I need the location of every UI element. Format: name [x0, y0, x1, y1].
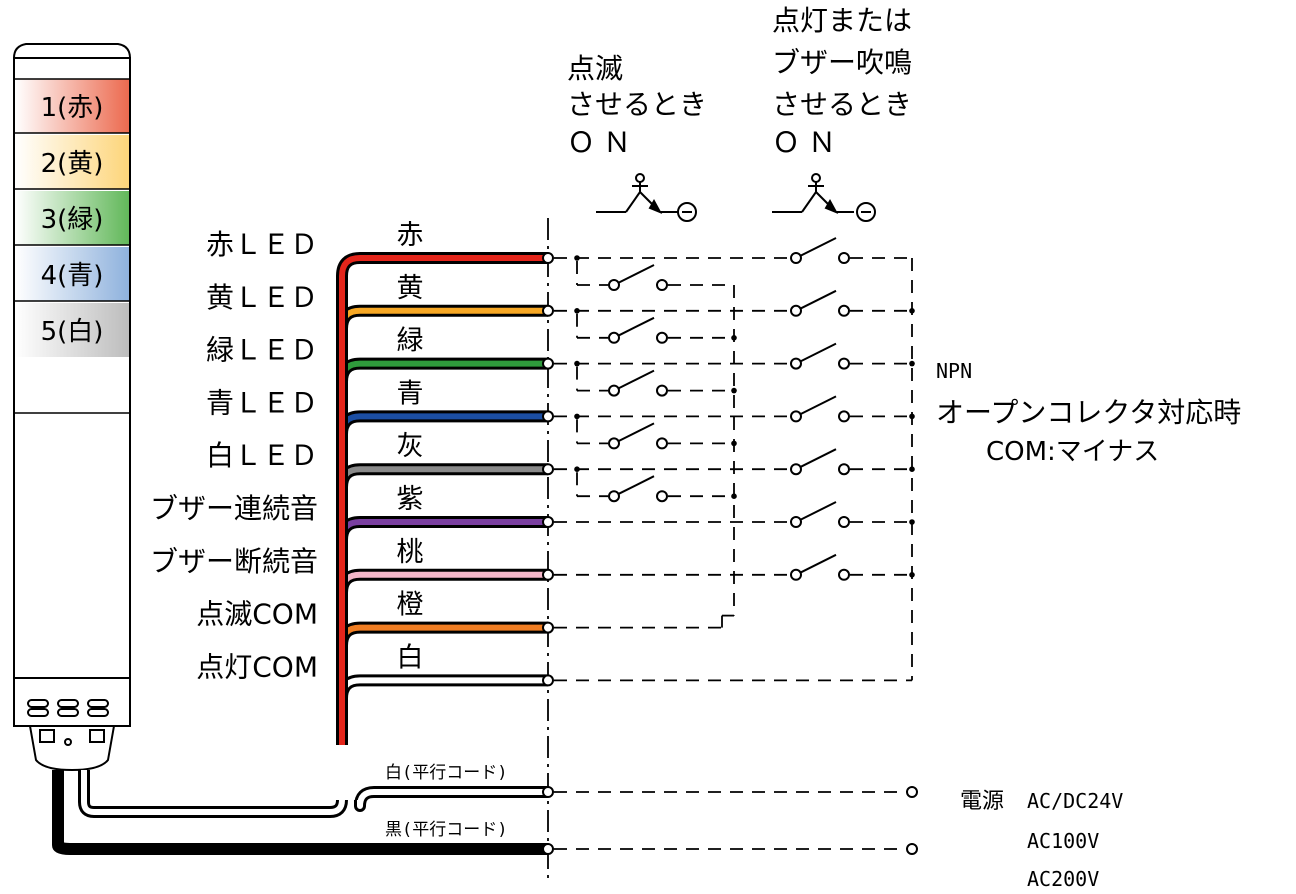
- power-wire-black: [52, 770, 548, 855]
- switch: [790, 395, 850, 423]
- transistor-symbol-light: [772, 173, 876, 222]
- wire-function-label: 黄ＬＥＤ: [206, 281, 318, 314]
- power-wire-white: [78, 770, 348, 818]
- wire-color-label: 青: [397, 378, 424, 409]
- switch: [790, 342, 850, 370]
- wire-function-label: ブザー連続音: [150, 492, 318, 525]
- light-header: 点灯または ブザー吹鳴 させるとき ＯＮ: [772, 4, 912, 159]
- switch: [790, 553, 850, 581]
- switch: [790, 501, 850, 528]
- npn-note: NPN オープンコレクタ対応時 COM:マイナス: [936, 359, 1241, 467]
- tower-segment-label: 2(黄): [41, 149, 104, 179]
- terminal: [542, 410, 554, 423]
- vent-slots: [27, 699, 109, 717]
- terminal: [542, 843, 554, 855]
- wire-function-label: ブザー断続音: [150, 545, 318, 578]
- tower-segment-5: [15, 303, 129, 357]
- terminal: [542, 674, 554, 687]
- wire-color-label: 紫: [397, 484, 424, 515]
- tower-segment-4: [15, 247, 129, 301]
- light-header-line2: ブザー吹鳴: [772, 46, 912, 79]
- power-note: 電源 AC/DC24V AC100V AC200V: [960, 789, 1123, 891]
- wire-function-label: 緑ＬＥＤ: [206, 334, 318, 367]
- open-collector-label: オープンコレクタ対応時: [936, 396, 1241, 429]
- terminal: [542, 516, 554, 528]
- wire-color-label: 橙: [397, 590, 424, 621]
- wire-function-label: 青ＬＥＤ: [206, 386, 318, 419]
- terminal: [542, 357, 554, 370]
- wire-5: [336, 463, 548, 745]
- transistor-symbol-blink: [596, 173, 697, 222]
- blink-header-line3: ＯＮ: [567, 126, 639, 159]
- power-voltage-1: AC/DC24V: [1027, 789, 1123, 813]
- terminal: [542, 463, 554, 476]
- tower-segment-1: [15, 79, 129, 133]
- wire-color-label: 灰: [397, 431, 424, 462]
- switch: [608, 475, 668, 503]
- switch: [608, 264, 668, 291]
- wire-function-label: 点滅COM: [196, 598, 318, 631]
- tower-segment-label: 4(青): [41, 261, 104, 291]
- power-terminal: [906, 786, 918, 798]
- tower-segment-2: [15, 135, 129, 189]
- power-voltage-2: AC100V: [1027, 829, 1099, 853]
- power-wire-label: 黒(平行コード): [385, 820, 507, 840]
- power-voltage-3: AC200V: [1027, 867, 1099, 891]
- blink-header: 点滅 させるとき ＯＮ: [567, 52, 707, 159]
- wire-1: [336, 252, 548, 745]
- switch: [790, 237, 850, 264]
- wire-function-label: 赤ＬＥＤ: [206, 228, 318, 261]
- com-minus-label: COM:マイナス: [986, 437, 1159, 467]
- terminal: [542, 568, 554, 581]
- terminal: [542, 252, 554, 264]
- tower-cap: [12, 43, 132, 59]
- blink-header-line1: 点滅: [567, 52, 623, 85]
- blink-header-line2: させるとき: [567, 88, 707, 121]
- wire-color-label: 赤: [397, 220, 424, 251]
- tower-segment-3: [15, 191, 129, 245]
- power-wire-label: 白(平行コード): [385, 763, 507, 783]
- terminal: [542, 786, 554, 798]
- switch-network: [554, 237, 915, 682]
- switch: [608, 369, 668, 397]
- wire-color-label: 白: [397, 642, 424, 673]
- tower-segment-label: 3(緑): [41, 205, 104, 235]
- signal-tower: 1(赤) 2(黄) 3(緑) 4(青) 5(白): [12, 43, 132, 772]
- switch: [608, 316, 668, 344]
- light-header-line3: させるとき: [772, 88, 912, 121]
- switch: [790, 448, 850, 476]
- wire-7: [336, 568, 548, 745]
- switch: [790, 289, 850, 317]
- bundle-exit: [94, 745, 342, 812]
- terminal: [542, 621, 554, 634]
- tower-segment-label: 1(赤): [41, 93, 104, 123]
- wire-color-label: 緑: [397, 326, 424, 357]
- light-header-line4: ＯＮ: [772, 126, 844, 159]
- tower-segments: 1(赤) 2(黄) 3(緑) 4(青) 5(白): [14, 78, 130, 414]
- tower-segment-label: 5(白): [41, 317, 104, 347]
- wire-function-label: 点灯COM: [196, 650, 318, 683]
- wire-color-label: 黄: [397, 273, 424, 304]
- npn-label: NPN: [936, 359, 972, 383]
- wire-9: [336, 674, 548, 745]
- tower-base: [13, 677, 131, 727]
- power-wire-white-run: [354, 786, 548, 812]
- terminal: [542, 304, 554, 317]
- power-terminal: [906, 843, 918, 855]
- power-label: 電源: [960, 789, 1004, 814]
- light-header-line1: 点灯または: [772, 4, 912, 37]
- wire-function-label: 白ＬＥＤ: [206, 439, 318, 472]
- wire-color-label: 桃: [397, 537, 424, 568]
- switch: [608, 422, 668, 450]
- wire-bundle: [52, 252, 548, 855]
